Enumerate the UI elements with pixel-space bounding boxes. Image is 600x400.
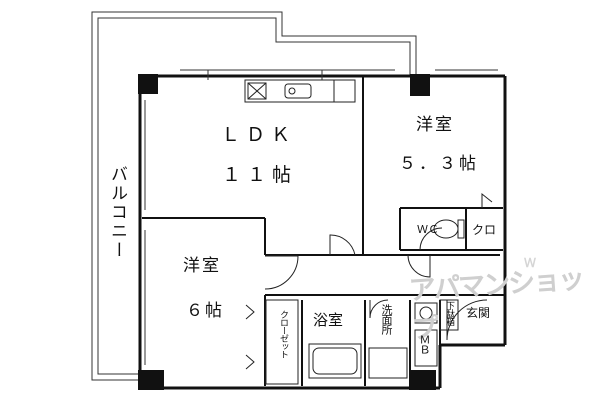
western-room-1-size: ５．３帖 <box>399 154 479 174</box>
entrance-label: 玄関 <box>466 306 491 320</box>
washbasin <box>368 302 438 379</box>
washroom-label: 洗面所 <box>380 304 393 334</box>
balcony-outline <box>91 11 417 381</box>
western-room-2-size: ６帖 <box>186 301 224 321</box>
watermark: アパマンショップ <box>407 263 585 346</box>
ldk-room-size: １１帖 <box>222 164 298 186</box>
structural-columns <box>138 74 436 390</box>
windows <box>144 69 498 365</box>
western-room-1-name: 洋室 <box>416 115 454 135</box>
bathroom-label: 浴室 <box>313 311 344 329</box>
watermark-sub: Ｗ <box>524 256 537 270</box>
balcony-label: バルコニー <box>107 165 127 260</box>
closet-small-label: クロ <box>472 223 497 237</box>
toilet-fixture <box>433 219 465 239</box>
meter-box-label: ＭＢ <box>418 334 431 354</box>
ldk-room-name: ＬＤＫ <box>221 124 297 146</box>
interior-walls <box>142 76 505 386</box>
shoe-box-label: 下駄箱 <box>444 301 454 325</box>
closet-outline <box>265 299 459 385</box>
doors <box>245 192 493 370</box>
wc-label: ＷＣ <box>417 223 439 236</box>
bathtub <box>308 343 362 379</box>
western-room-2-name: 洋室 <box>183 256 221 276</box>
kitchen-counter <box>244 79 356 103</box>
closet-large-label: クローゼット <box>278 310 288 358</box>
